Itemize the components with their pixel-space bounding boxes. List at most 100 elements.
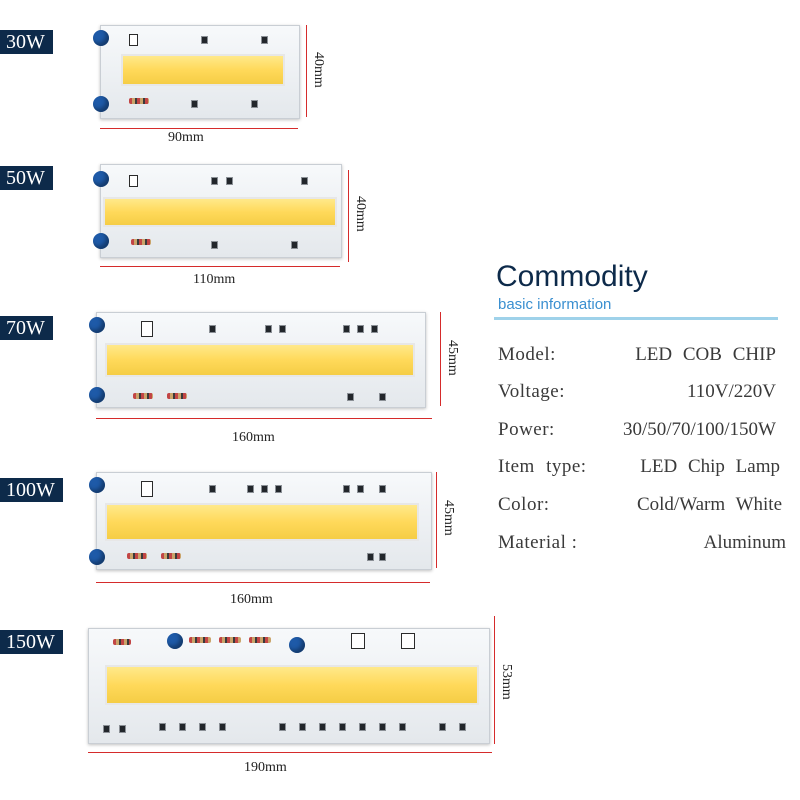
title-underline	[494, 317, 778, 320]
power-label-150w: 150W	[0, 630, 63, 654]
component	[357, 485, 364, 493]
width-label: 160mm	[230, 592, 273, 607]
height-label: 40mm	[353, 196, 368, 232]
resistor	[133, 393, 153, 399]
commodity-subtitle: basic information	[498, 296, 612, 313]
width-dimension-line	[96, 582, 430, 583]
resistor	[127, 553, 147, 559]
component	[119, 725, 126, 733]
component	[261, 485, 268, 493]
component	[459, 723, 466, 731]
led-board-100w	[89, 472, 432, 570]
component	[291, 241, 298, 249]
component	[347, 393, 354, 401]
height-label: 45mm	[445, 340, 460, 376]
cob-chip	[105, 343, 415, 377]
width-dimension-line	[88, 752, 492, 753]
power-label-100w: 100W	[0, 478, 63, 502]
commodity-title: Commodity	[496, 260, 648, 293]
info-key: Model:	[498, 344, 556, 365]
width-label: 90mm	[168, 130, 204, 145]
cob-chip	[121, 54, 285, 86]
cob-chip	[103, 197, 337, 227]
component	[367, 553, 374, 561]
capacitor	[89, 317, 105, 333]
info-value: Aluminum	[703, 532, 786, 553]
capacitor	[93, 30, 109, 46]
info-value: 110V/220V	[686, 381, 776, 402]
resistor	[189, 637, 211, 643]
info-value: LED COB CHIP	[635, 344, 776, 365]
capacitor	[89, 549, 105, 565]
component	[179, 723, 186, 731]
width-dimension-line	[100, 128, 298, 129]
component	[379, 553, 386, 561]
height-label: 40mm	[311, 52, 326, 88]
capacitor	[289, 637, 305, 653]
component	[141, 321, 153, 337]
height-label: 45mm	[441, 500, 456, 536]
component	[129, 175, 138, 187]
info-value: Cold/Warm White	[636, 494, 782, 515]
component	[129, 34, 138, 46]
capacitor	[93, 171, 109, 187]
component	[211, 177, 218, 185]
component	[251, 100, 258, 108]
component	[301, 177, 308, 185]
cob-chip	[105, 503, 419, 541]
height-label: 53mm	[499, 664, 514, 700]
component	[439, 723, 446, 731]
component	[265, 325, 272, 333]
info-key: Voltage:	[498, 381, 565, 402]
component	[339, 723, 346, 731]
component	[343, 485, 350, 493]
info-key: Power:	[498, 419, 555, 440]
width-dimension-line	[96, 418, 432, 419]
component	[343, 325, 350, 333]
capacitor	[93, 233, 109, 249]
info-value: LED Chip Lamp	[640, 456, 780, 477]
component	[159, 723, 166, 731]
component	[357, 325, 364, 333]
component	[351, 633, 365, 649]
height-dimension-line	[440, 312, 441, 406]
info-key: Item type:	[498, 456, 587, 477]
width-dimension-line	[100, 266, 340, 267]
component	[399, 723, 406, 731]
component	[247, 485, 254, 493]
width-label: 110mm	[193, 272, 236, 287]
cob-chip	[105, 665, 479, 705]
component	[299, 723, 306, 731]
capacitor	[89, 387, 105, 403]
power-label-70w: 70W	[0, 316, 53, 340]
height-dimension-line	[436, 472, 437, 568]
led-board-30w	[93, 25, 300, 119]
component	[141, 481, 153, 497]
component	[209, 325, 216, 333]
component	[319, 723, 326, 731]
component	[261, 36, 268, 44]
height-dimension-line	[348, 170, 349, 262]
info-value: 30/50/70/100/150W	[622, 419, 776, 440]
resistor	[113, 639, 131, 645]
capacitor	[93, 96, 109, 112]
capacitor	[89, 477, 105, 493]
power-label-30w: 30W	[0, 30, 53, 54]
resistor	[249, 637, 271, 643]
component	[379, 723, 386, 731]
component	[199, 723, 206, 731]
component	[211, 241, 218, 249]
height-dimension-line	[306, 25, 307, 117]
component	[279, 723, 286, 731]
resistor	[129, 98, 149, 104]
height-dimension-line	[494, 616, 495, 744]
led-board-50w	[93, 164, 342, 258]
component	[359, 723, 366, 731]
component	[275, 485, 282, 493]
component	[401, 633, 415, 649]
capacitor	[167, 633, 183, 649]
component	[379, 393, 386, 401]
component	[226, 177, 233, 185]
component	[191, 100, 198, 108]
component	[219, 723, 226, 731]
